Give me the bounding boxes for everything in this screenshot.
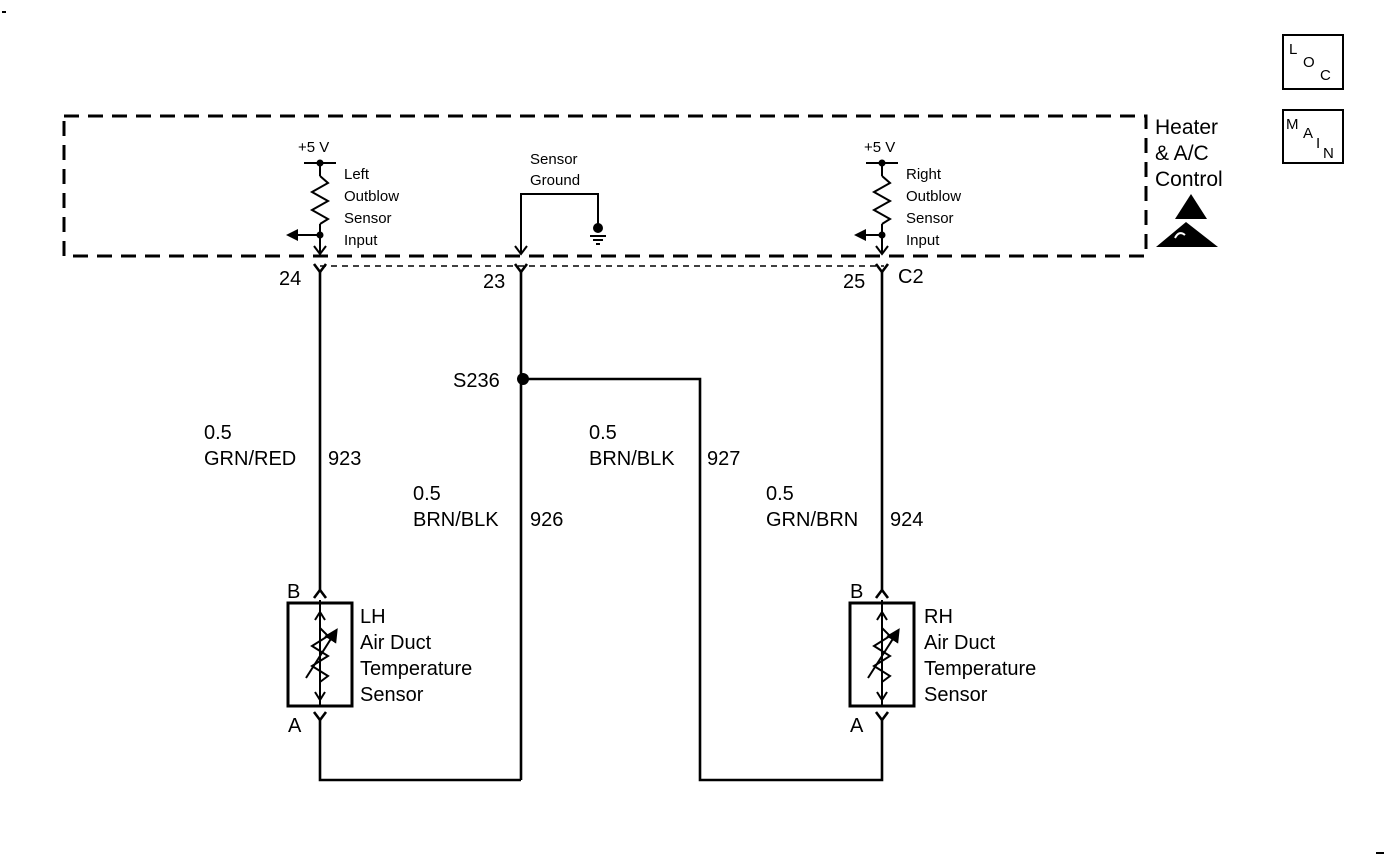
svg-text:Outblow: Outblow xyxy=(344,188,399,205)
svg-text:Sensor: Sensor xyxy=(530,151,578,168)
svg-text:0.5: 0.5 xyxy=(204,422,232,444)
rh-pin-a: A xyxy=(850,715,864,737)
svg-text:GRN/BRN: GRN/BRN xyxy=(766,509,858,531)
svg-text:RH: RH xyxy=(924,606,953,628)
svg-text:0.5: 0.5 xyxy=(413,483,441,505)
svg-text:25: 25 xyxy=(843,271,865,293)
loc-icon: L O C xyxy=(1282,34,1344,90)
svg-text:Heater: Heater xyxy=(1155,116,1218,139)
rh-pin-b: B xyxy=(850,581,863,603)
rh-air-duct-temperature-sensor: B A RH Air Duct Temperature Sensor xyxy=(848,581,1036,737)
main-letter: M xyxy=(1286,116,1299,133)
left-internal-circuit: +5 V Left Outblow Sensor Input xyxy=(286,139,399,256)
svg-text:Temperature: Temperature xyxy=(360,658,472,680)
wire-label-924: 0.5 GRN/BRN 924 xyxy=(766,483,923,531)
lh-air-duct-temperature-sensor: B A LH Air Duct Temperature Sensor xyxy=(286,581,472,737)
module-name: Heater & A/C Control xyxy=(1155,116,1223,191)
svg-text:Sensor: Sensor xyxy=(344,210,392,227)
wire-lh-ground xyxy=(318,718,521,782)
svg-text:0.5: 0.5 xyxy=(766,483,794,505)
right-internal-circuit: +5 V Right Outblow Sensor Input xyxy=(854,139,961,256)
connector-label: C2 xyxy=(898,266,924,288)
svg-text:Air Duct: Air Duct xyxy=(360,632,432,654)
svg-text:927: 927 xyxy=(707,448,740,470)
main-icon: M A I N xyxy=(1282,109,1344,164)
svg-text:Left: Left xyxy=(344,166,370,183)
lh-pin-b: B xyxy=(287,581,300,603)
svg-text:S236: S236 xyxy=(453,370,500,392)
svg-text:0.5: 0.5 xyxy=(589,422,617,444)
svg-text:Sensor: Sensor xyxy=(906,210,954,227)
svg-text:BRN/BLK: BRN/BLK xyxy=(589,448,675,470)
svg-text:LH: LH xyxy=(360,606,386,628)
loc-letter: O xyxy=(1303,54,1315,71)
svg-text:Right: Right xyxy=(906,166,942,183)
svg-text:Control: Control xyxy=(1155,168,1223,191)
svg-text:Ground: Ground xyxy=(530,172,580,189)
right-supply-label: +5 V xyxy=(864,139,895,156)
main-letter: N xyxy=(1323,145,1334,162)
wire-label-927: 0.5 BRN/BLK 927 xyxy=(589,422,740,470)
main-letter: A xyxy=(1303,125,1313,142)
loc-letter: L xyxy=(1289,41,1297,58)
wire-927 xyxy=(521,377,884,782)
esd-warning-icon xyxy=(1156,194,1218,247)
svg-text:& A/C: & A/C xyxy=(1155,142,1209,165)
svg-text:926: 926 xyxy=(530,509,563,531)
lh-pin-a: A xyxy=(288,715,302,737)
svg-text:Outblow: Outblow xyxy=(906,188,961,205)
main-letter: I xyxy=(1316,135,1320,152)
svg-text:Sensor: Sensor xyxy=(360,684,424,706)
svg-text:24: 24 xyxy=(279,268,301,290)
sensor-ground-circuit: Sensor Ground xyxy=(514,151,606,256)
splice-s236: S236 xyxy=(453,370,529,392)
svg-text:Air Duct: Air Duct xyxy=(924,632,996,654)
wire-label-926: 0.5 BRN/BLK 926 xyxy=(413,483,563,531)
loc-letter: C xyxy=(1320,67,1331,84)
svg-text:BRN/BLK: BRN/BLK xyxy=(413,509,499,531)
svg-text:Temperature: Temperature xyxy=(924,658,1036,680)
svg-text:23: 23 xyxy=(483,271,505,293)
wire-label-923: 0.5 GRN/RED 923 xyxy=(204,422,361,470)
svg-text:924: 924 xyxy=(890,509,923,531)
svg-text:923: 923 xyxy=(328,448,361,470)
svg-text:Input: Input xyxy=(906,232,940,249)
svg-text:GRN/RED: GRN/RED xyxy=(204,448,296,470)
module-boundary xyxy=(62,114,1148,258)
svg-text:Input: Input xyxy=(344,232,378,249)
left-supply-label: +5 V xyxy=(298,139,329,156)
svg-text:Sensor: Sensor xyxy=(924,684,988,706)
